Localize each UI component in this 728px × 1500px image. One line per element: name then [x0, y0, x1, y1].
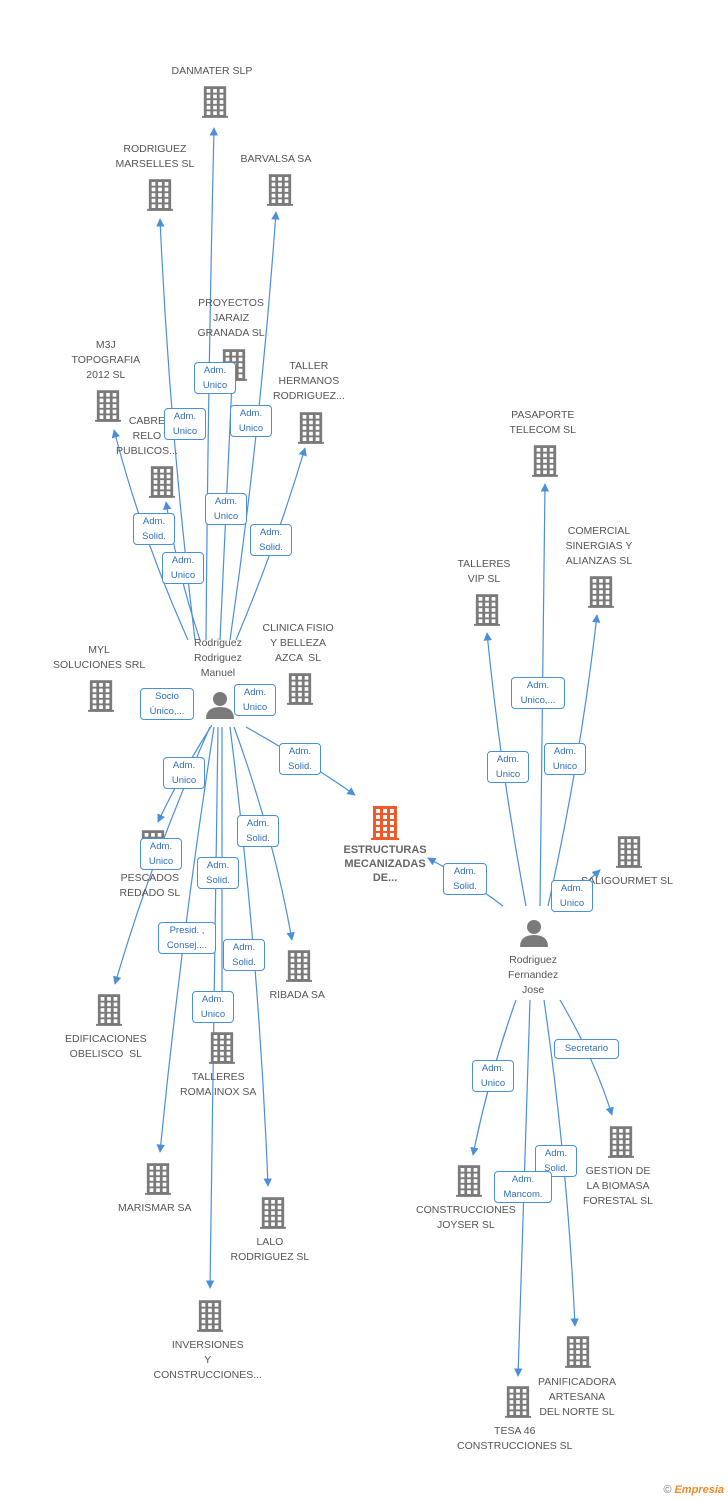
- building-icon[interactable]: [286, 949, 312, 988]
- building-icon[interactable]: [95, 389, 121, 428]
- company-label-proyectos_jaraiz: PROYECTOS JARAIZ GRANADA SL: [197, 297, 265, 339]
- company-label-inversiones: INVERSIONES Y CONSTRUCCIONES...: [153, 1339, 263, 1381]
- company-label-rodriguez_marselles: RODRIGUEZ MARSELLES SL: [115, 143, 195, 170]
- building-icon[interactable]: [145, 1162, 171, 1201]
- company-label-joyser: CONSTRUCCIONES JOYSER SL: [416, 1204, 516, 1231]
- company-label-edificaciones: EDIFICACIONES OBELISCO SL: [65, 1033, 147, 1060]
- relation-badge[interactable]: Adm. Unico: [234, 684, 276, 716]
- building-icon[interactable]: [565, 1335, 591, 1374]
- relation-badge[interactable]: Adm. Unico: [163, 757, 205, 789]
- relation-badge[interactable]: Adm. Unico: [472, 1060, 514, 1092]
- company-label-clinica: CLINICA FISIO Y BELLEZA AZCA SL: [262, 622, 334, 664]
- company-label-pescados: PESCADOS REDADO SL: [119, 872, 181, 899]
- relation-badge[interactable]: Socio Único,...: [140, 688, 194, 720]
- company-label-cabre: CABRE RELO PUBLICOS...: [116, 415, 178, 457]
- company-label-talleres_roma: TALLERES ROMA INOX SA: [180, 1071, 257, 1098]
- building-icon[interactable]: [616, 835, 642, 874]
- copyright-symbol: ©: [663, 1484, 672, 1496]
- building-icon[interactable]: [287, 672, 313, 711]
- relation-badge[interactable]: Adm. Unico: [544, 743, 586, 775]
- relation-badge[interactable]: Adm. Solid.: [250, 524, 292, 556]
- relation-badge[interactable]: Adm. Unico: [230, 405, 272, 437]
- company-label-myl: MYL SOLUCIONES SRL: [53, 644, 146, 671]
- relation-badge[interactable]: Adm. Unico: [194, 362, 236, 394]
- company-label-marismar: MARISMAR SA: [118, 1202, 192, 1214]
- company-label-panificadora: PANIFICADORA ARTESANA DEL NORTE SL: [538, 1376, 616, 1418]
- relation-badge[interactable]: Adm. Solid.: [197, 857, 239, 889]
- relation-badge[interactable]: Adm. Unico: [205, 493, 247, 525]
- building-icon[interactable]: [197, 1299, 223, 1338]
- company-label-saligourmet: SALIGOURMET SL: [581, 875, 673, 887]
- relation-badge[interactable]: Adm. Unico: [551, 880, 593, 912]
- relation-badge[interactable]: Adm. Solid.: [133, 513, 175, 545]
- company-label-comercial_sinergias: COMERCIAL SINERGIAS Y ALIANZAS SL: [565, 525, 633, 567]
- building-icon[interactable]: [147, 178, 173, 217]
- building-icon[interactable]: [209, 1031, 235, 1070]
- relation-badge[interactable]: Adm. Solid.: [237, 815, 279, 847]
- relation-badge[interactable]: Adm. Solid.: [443, 863, 487, 895]
- relation-badge[interactable]: Adm. Solid.: [279, 743, 321, 775]
- company-label-danmater: DANMATER SLP: [171, 65, 253, 77]
- building-icon[interactable]: [588, 575, 614, 614]
- company-label-talleres_vip: TALLERES VIP SL: [457, 558, 511, 585]
- building-icon[interactable]: [202, 85, 228, 124]
- building-icon[interactable]: [149, 465, 175, 504]
- building-icon[interactable]: [608, 1125, 634, 1164]
- focus-company-label: ESTRUCTURAS MECANIZADAS DE...: [343, 844, 427, 884]
- relation-badge[interactable]: Adm. Unico: [192, 991, 234, 1023]
- building-icon[interactable]: [532, 444, 558, 483]
- relation-badge[interactable]: Adm. Unico: [162, 552, 204, 584]
- building-icon[interactable]: [96, 993, 122, 1032]
- company-label-m3j: M3J TOPOGRAFIA 2012 SL: [71, 339, 141, 381]
- relation-badge[interactable]: Adm. Unico: [140, 838, 182, 870]
- building-icon[interactable]: [88, 679, 114, 718]
- company-label-lalo: LALO RODRIGUEZ SL: [230, 1236, 310, 1263]
- relation-badge[interactable]: Adm. Unico: [487, 751, 529, 783]
- person-label-manuel: Rodriguez Rodriguez Manuel: [194, 637, 242, 679]
- brand-logo: Empresia: [674, 1484, 724, 1496]
- company-label-tesa46: TESA 46 CONSTRUCCIONES SL: [457, 1425, 573, 1452]
- person-label-jose: Rodriguez Fernandez Jose: [508, 954, 559, 996]
- building-icon[interactable]: [505, 1385, 531, 1424]
- building-icon-focus[interactable]: [371, 806, 399, 845]
- person-icon[interactable]: [205, 691, 235, 724]
- company-label-taller_hermanos: TALLER HERMANOS RODRIGUEZ...: [273, 360, 345, 402]
- building-icon[interactable]: [267, 173, 293, 212]
- company-label-ribada: RIBADA SA: [269, 989, 325, 1001]
- building-icon[interactable]: [474, 593, 500, 632]
- relation-badge[interactable]: Secretario: [554, 1039, 619, 1059]
- building-icon[interactable]: [298, 411, 324, 450]
- building-icon[interactable]: [456, 1164, 482, 1203]
- relation-badge[interactable]: Adm. Solid.: [223, 939, 265, 971]
- person-icon[interactable]: [519, 919, 549, 952]
- building-icon[interactable]: [260, 1196, 286, 1235]
- company-label-barvalsa: BARVALSA SA: [240, 153, 312, 165]
- relation-badge[interactable]: Presid. , Consej....: [158, 922, 216, 954]
- relation-badge[interactable]: Adm. Mancom.: [494, 1171, 552, 1203]
- relation-badge[interactable]: Adm. Unico,...: [511, 677, 565, 709]
- brand-watermark: © Empresia: [663, 1484, 724, 1496]
- relation-badge[interactable]: Adm. Unico: [164, 408, 206, 440]
- company-label-gestion_biomasa: GESTION DE LA BIOMASA FORESTAL SL: [583, 1165, 654, 1207]
- company-label-pasaporte: PASAPORTE TELECOM SL: [509, 409, 577, 436]
